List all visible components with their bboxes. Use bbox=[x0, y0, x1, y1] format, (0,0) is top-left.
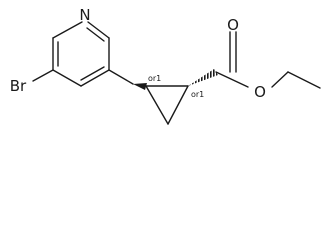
nitrogen-label: N bbox=[79, 6, 90, 24]
bond-c4-c5-inner bbox=[80, 66, 105, 81]
bond-c3-br bbox=[32, 69, 54, 82]
bond-c4-c5 bbox=[80, 69, 110, 87]
cyclopropane-ring bbox=[133, 69, 218, 125]
wedge-bond-c1 bbox=[133, 83, 147, 90]
stereo-label-c1: or1 bbox=[148, 74, 161, 83]
bond-c3-c4 bbox=[52, 69, 82, 87]
molecule-drawing: N Br O O or1 or1 bbox=[10, 6, 321, 125]
bond-c3-c2 bbox=[167, 85, 189, 125]
hashed-bond-c2 bbox=[188, 69, 218, 86]
stereo-label-c2: or1 bbox=[191, 90, 204, 99]
bond-ch2-ch3 bbox=[287, 71, 321, 89]
carbonyl-oxygen-label: O bbox=[227, 16, 239, 34]
bond-c1-c3 bbox=[145, 85, 169, 125]
bond-c6-n-inner bbox=[86, 27, 105, 42]
bond-n-c2 bbox=[52, 21, 83, 39]
bromine-label: Br bbox=[10, 77, 27, 95]
ester-oxygen-label: O bbox=[254, 83, 266, 101]
pyridine-ring bbox=[52, 21, 110, 87]
bond-ring-cyclopropane bbox=[108, 69, 134, 85]
bond-c-o bbox=[215, 71, 249, 88]
structure-diagram: N Br O O or1 or1 bbox=[10, 6, 321, 125]
ester-group bbox=[215, 31, 321, 89]
bond-o-ch2 bbox=[271, 71, 289, 88]
bond-c6-n bbox=[87, 21, 110, 39]
